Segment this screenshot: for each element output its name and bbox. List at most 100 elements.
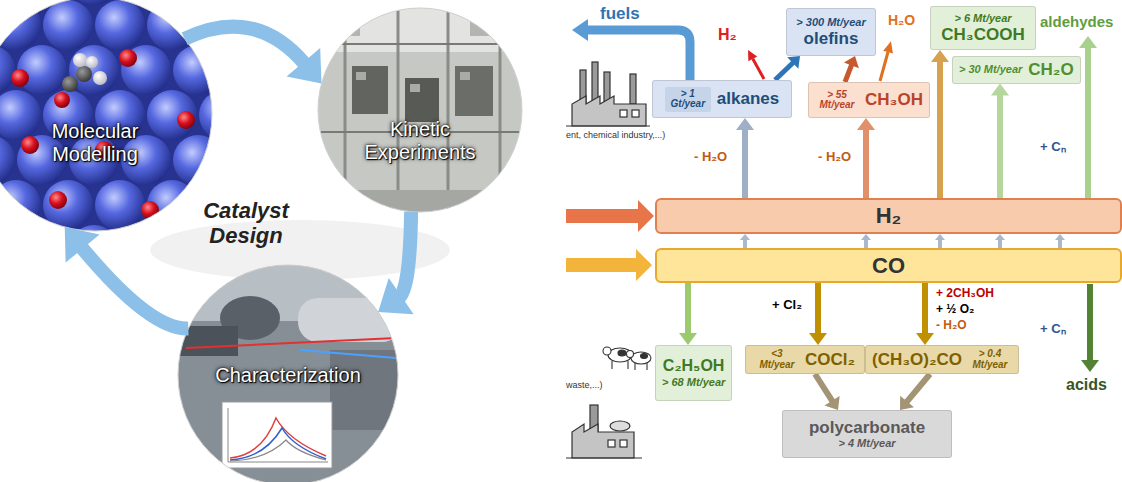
- node-text: <3 Mt/year: [755, 349, 799, 370]
- flow-arrow: [935, 234, 945, 248]
- annotation-label: + ½ O₂: [936, 303, 974, 317]
- product-box: > 30 Mt/year CH₂O: [952, 56, 1081, 84]
- arrow-head: [809, 333, 827, 345]
- arrow-line: [863, 129, 869, 198]
- product-box: > 6 Mt/yearCH₃COOH: [930, 6, 1036, 50]
- characterization-photo: [178, 265, 402, 482]
- node-text: (CH₃O)₂CO: [872, 350, 962, 370]
- photo-circle: Kinetic Experiments: [318, 8, 522, 212]
- product-box: C₂H₅OH> 68 Mt/year: [655, 345, 732, 401]
- annotation-label: + Cₙ: [1040, 140, 1066, 155]
- arrow-head: [287, 48, 322, 84]
- arrow-head: [991, 84, 1009, 96]
- node-text: alkanes: [717, 89, 779, 109]
- node-text: CO: [872, 253, 905, 279]
- arrow-head: [935, 234, 945, 240]
- flow-arrow: [809, 283, 827, 345]
- factory-icon: [566, 62, 650, 126]
- flow-arrow: [991, 84, 1009, 198]
- arrow-line: [1058, 239, 1062, 248]
- flow-arrow: [1055, 234, 1065, 248]
- node-text: H₂: [876, 203, 902, 229]
- node-text: > 30 Mt/year: [959, 63, 1022, 76]
- arrow-line: [185, 27, 306, 65]
- arrow-head: [65, 227, 100, 263]
- annotation-label: H₂O: [888, 12, 915, 28]
- annotation-label: aldehydes: [1040, 13, 1113, 30]
- fuels-arrow: [572, 19, 690, 80]
- product-box: polycarbonate> 4 Mt/year: [782, 410, 952, 458]
- product-box: > 300 Mt/yearolefins: [786, 8, 876, 56]
- node-text: C₂H₅OH: [663, 357, 725, 375]
- arrow-head: [900, 396, 914, 410]
- feed-arrow: [566, 249, 652, 281]
- arrow-head: [679, 333, 697, 345]
- cattle-icon: [603, 347, 651, 370]
- flow-arrow: [185, 27, 322, 84]
- arrow-line: [399, 212, 411, 298]
- product-box: > 1 Gt/year alkanes: [652, 80, 792, 118]
- node-text: > 68 Mt/year: [662, 376, 725, 389]
- node-text: olefins: [804, 29, 859, 49]
- arrow-line: [997, 94, 1003, 198]
- arrow-head: [857, 118, 875, 130]
- edge-label: + Cl₂: [770, 298, 804, 313]
- flow-arrow: [736, 118, 754, 198]
- annotation-label: - H₂O: [936, 319, 967, 333]
- flow-arrow: [775, 56, 800, 80]
- arrow-head: [1055, 234, 1065, 240]
- arrow-line: [685, 283, 691, 334]
- aldehydes-arrow: [1079, 36, 1097, 198]
- annotation-label: ent, chemical industry,...): [566, 130, 665, 140]
- annotation-label: waste,...): [566, 380, 603, 390]
- node-text: > 300 Mt/year: [796, 16, 865, 29]
- arrow-line: [742, 129, 748, 198]
- flow-arrow: [861, 234, 871, 248]
- annotation-label: Catalyst Design: [188, 198, 304, 249]
- product-box: (CH₃O)₂CO > 0.4 Mt/year: [865, 345, 1019, 374]
- arrow-head: [931, 50, 949, 62]
- edge-label: - H₂O: [816, 150, 853, 165]
- acids-arrow: [1081, 284, 1099, 372]
- byproduct-arrow: [880, 41, 893, 81]
- arrow-line: [815, 374, 833, 402]
- node-text: Characterization: [215, 364, 361, 387]
- node-text: > 1 Gt/year: [665, 87, 711, 112]
- node-text: > 0.4 Mt/year: [968, 349, 1012, 370]
- node-text: CH₃OH: [865, 90, 923, 110]
- product-box: <3 Mt/year COCl₂: [745, 345, 865, 374]
- flow-arrow: [916, 283, 934, 345]
- arrow-line: [937, 61, 943, 198]
- node-text: CH₃COOH: [941, 25, 1024, 45]
- flow-arrow: [65, 227, 189, 329]
- arrow-line: [998, 239, 1002, 248]
- node-text: COCl₂: [805, 350, 855, 370]
- arrow-head: [861, 234, 871, 240]
- flow-arrow: [815, 374, 840, 410]
- arrow-head: [736, 118, 754, 130]
- arrow-line: [743, 239, 747, 248]
- annotation-label: fuels: [600, 4, 640, 24]
- node-text: CH₂O: [1028, 60, 1073, 80]
- gas-band: CO: [655, 248, 1122, 283]
- arrow-head: [995, 234, 1005, 240]
- annotation-label: acids: [1066, 376, 1107, 394]
- lab-photo: [318, 8, 522, 214]
- arrow-line: [845, 64, 852, 82]
- arrow-line: [906, 374, 930, 402]
- byproduct-arrow: [748, 50, 764, 79]
- feed-arrow: [566, 200, 654, 232]
- arrow-head: [824, 396, 839, 410]
- arrow-line: [81, 246, 189, 328]
- flow-arrow: [931, 50, 949, 198]
- arrow-line: [775, 62, 794, 80]
- annotation-label: H₂: [718, 26, 737, 44]
- annotation-label: + Cₙ: [1040, 322, 1066, 337]
- photo-circle: Characterization: [178, 265, 398, 482]
- arrow-line: [864, 239, 868, 248]
- flow-arrow: [740, 234, 750, 248]
- flow-arrow: [995, 234, 1005, 248]
- node-text: Kinetic Experiments: [350, 118, 490, 164]
- flow-arrow: [679, 283, 697, 345]
